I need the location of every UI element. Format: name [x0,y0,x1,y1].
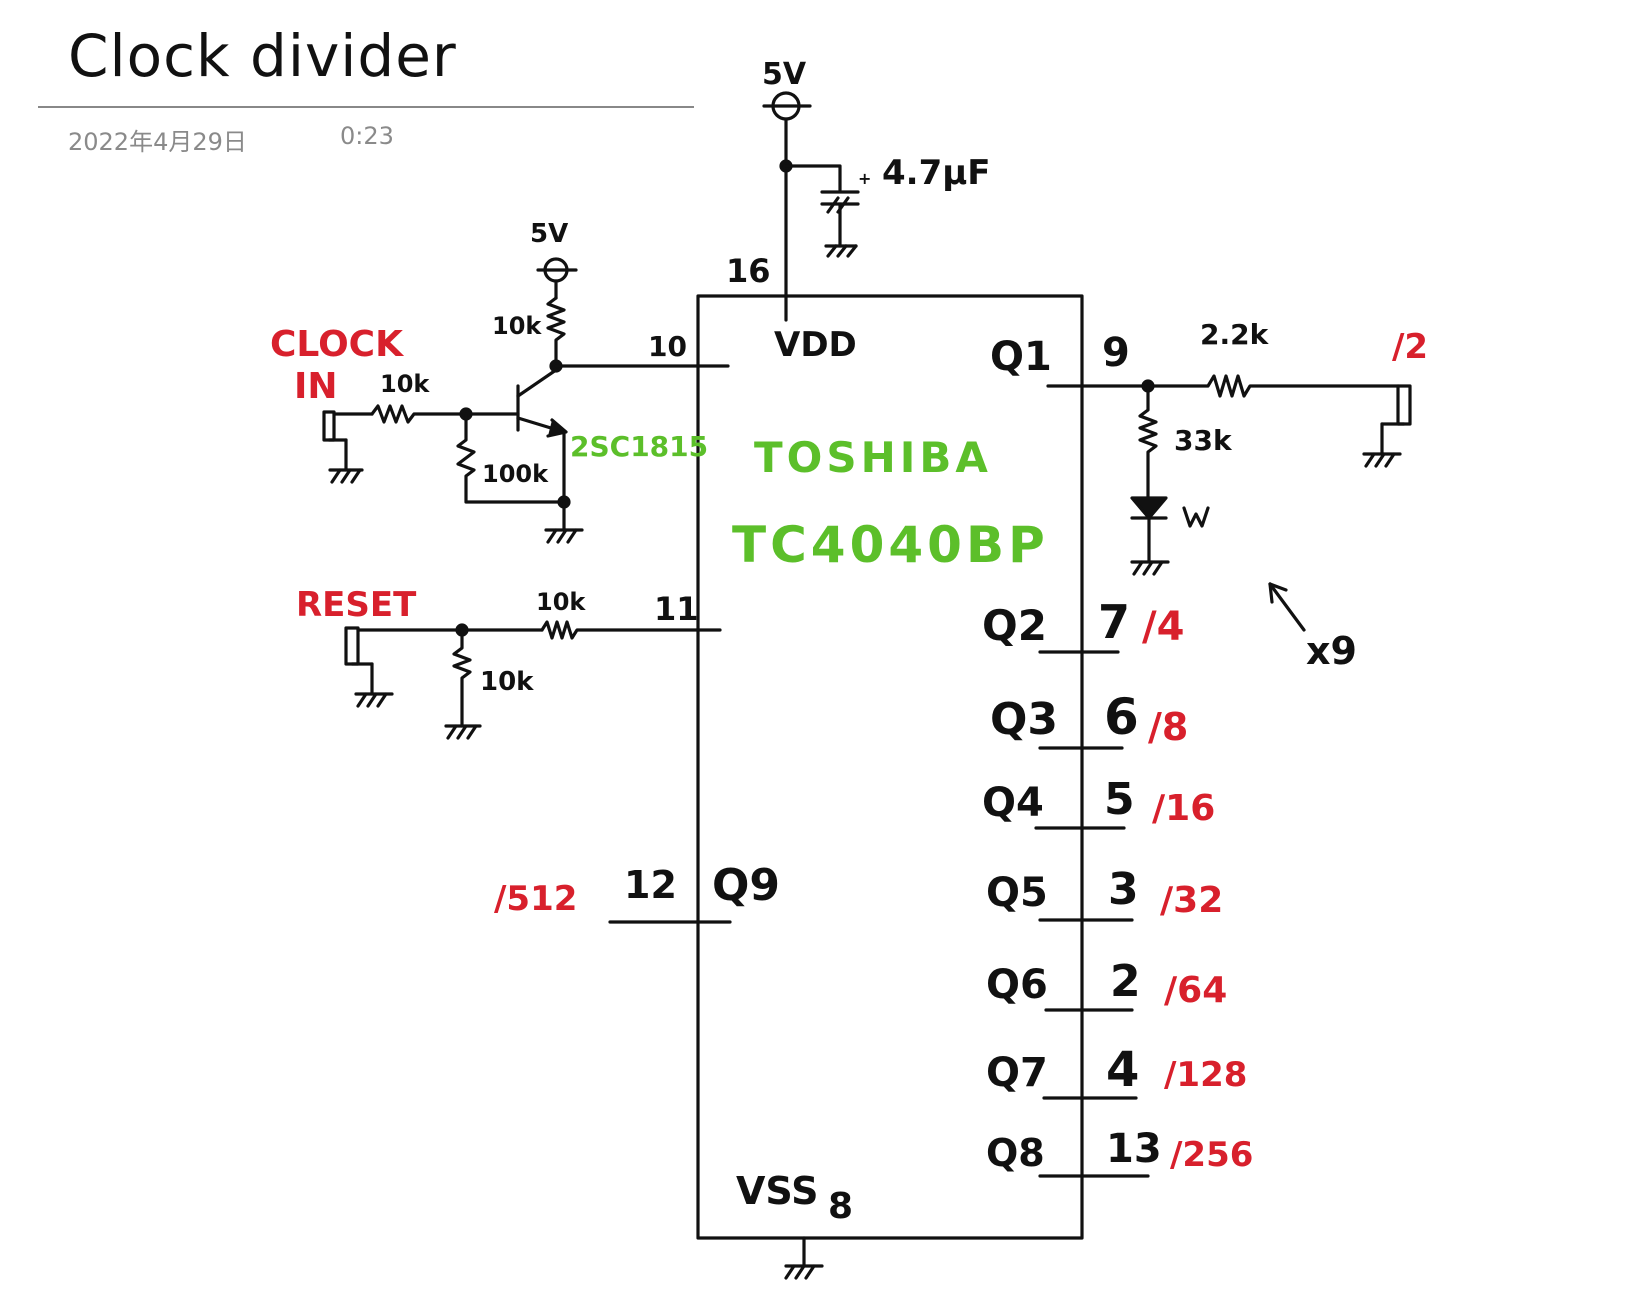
vdd-pin-number: 16 [726,252,771,290]
chip-maker-label: TOSHIBA [754,433,992,482]
q7-label: Q7 [986,1050,1048,1096]
reset-series-resistor-label: 10k [536,588,586,616]
q2-pin-number: 7 [1098,595,1130,649]
vdd-supply-label: 5V [762,57,807,92]
q6-label: Q6 [986,962,1048,1008]
title-divider [38,106,694,108]
led-resistor-label: 33k [1174,424,1233,457]
q8-ratio-label: /256 [1170,1135,1253,1175]
q1-ratio-label: /2 [1392,327,1428,367]
q9-label: Q9 [712,860,780,911]
vss-pin-number: 8 [828,1186,853,1227]
q2-ratio-label: /4 [1142,604,1184,650]
reset-label: RESET [296,585,417,625]
clock-ground-icon [328,468,364,484]
vss-ground-icon [784,1236,824,1280]
input-supply-label: 5V [530,219,568,249]
q4-ratio-label: /16 [1152,788,1215,829]
chip-part-label: TC4040BP [732,516,1049,574]
multiplier-label: x9 [1306,629,1357,673]
clock-in-label-line2: IN [294,366,338,407]
q2-label: Q2 [982,601,1047,650]
base-resistor-label: 10k [380,370,430,398]
page-title: Clock divider [68,22,457,90]
series-resistor-label: 2.2k [1200,318,1270,351]
pulldown-resistor-label: 100k [482,460,549,488]
q4-pin-number: 5 [1104,774,1135,825]
multiplier-arrow [1268,582,1306,632]
output-ground-icon [1362,452,1402,468]
transistor-ground-icon [544,500,584,544]
page-date: 2022年4月29日 [68,128,247,156]
transistor-symbol [516,368,568,502]
q5-pin-number: 3 [1108,864,1139,915]
output-connector [1380,384,1412,456]
pulldown-resistor [456,412,566,504]
q3-ratio-label: /8 [1148,705,1188,749]
chip-body [696,294,1084,1240]
reset-pulldown-resistor [452,628,472,728]
q6-ratio-label: /64 [1164,970,1227,1011]
decoupling-capacitor [820,190,860,248]
q3-pin-number: 6 [1104,688,1139,746]
q5-ratio-label: /32 [1160,880,1223,921]
q8-pin-number: 13 [1106,1126,1162,1172]
reset-series-resistor [540,620,722,640]
q1-pin-number: 9 [1102,330,1130,376]
collector-resistor-label: 10k [492,312,542,340]
vss-label: VSS [736,1169,818,1213]
q4-label: Q4 [982,780,1044,826]
q9-pin-number: 12 [624,863,677,907]
input-supply-node [536,257,578,300]
clock-in-connector [322,410,374,472]
q7-pin-number: 4 [1106,1042,1139,1098]
vdd-label: VDD [774,325,857,365]
reset-pulldown-resistor-label: 10k [480,667,534,697]
cap-value-label: 4.7μF [882,153,990,193]
page-time: 0:23 [340,122,394,150]
cap-polarity-label: + [858,169,871,188]
clock-pin-number: 10 [648,330,687,363]
led-ground-icon [1130,560,1170,576]
transistor-label: 2SC1815 [570,430,708,463]
q6-pin-number: 2 [1110,956,1141,1007]
reset-pulldown-ground-icon [444,724,482,740]
series-resistor-2k2 [1146,374,1400,398]
q3-label: Q3 [990,694,1058,745]
led-resistor-33k [1138,384,1158,500]
q5-label: Q5 [986,870,1048,916]
q1-label: Q1 [990,334,1052,380]
reset-connector [344,626,544,696]
q8-label: Q8 [986,1131,1045,1175]
q7-ratio-label: /128 [1164,1055,1247,1095]
base-resistor [370,404,520,424]
reset-pin-number: 11 [654,590,699,628]
cap-ground-icon [824,244,858,258]
vdd-supply-node [762,91,842,322]
q9-ratio-label: /512 [494,879,577,919]
led-symbol [1130,496,1210,564]
collector-resistor [546,296,566,368]
clock-in-label-line1: CLOCK [270,324,404,365]
reset-ground-icon [354,692,394,708]
